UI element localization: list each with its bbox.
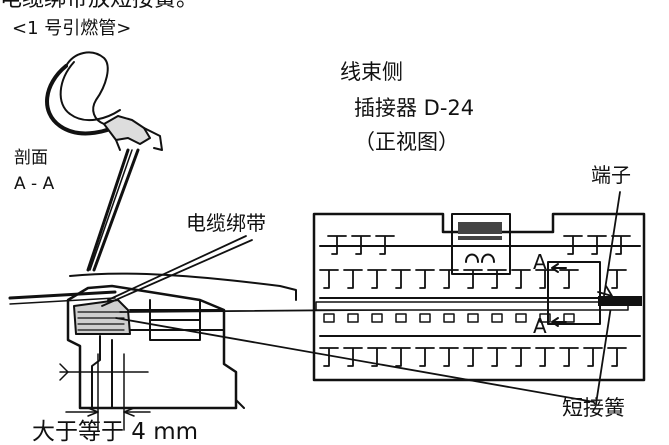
terminal-label: 端子: [591, 163, 631, 187]
section-marker-lower: A: [533, 314, 547, 338]
section-a-a-illustration: [8, 272, 297, 431]
section-ref-label: A - A: [14, 174, 55, 194]
cable-tie-label: 电缆绑带: [186, 211, 266, 235]
section-title-label: 剖面: [14, 148, 48, 168]
section-marker-upper: A: [533, 250, 547, 274]
top-cut-text: 电缆绑带放短接簧。: [0, 0, 198, 11]
short-spring-label: 短接簧: [562, 396, 625, 420]
tube-label: <1 号引燃管>: [12, 18, 132, 39]
front-view-label: （正视图）: [354, 130, 459, 154]
dimension-label: 大于等于 4 mm: [32, 419, 199, 445]
connector-id-label: 插接器 D-24: [354, 96, 475, 120]
harness-side-label: 线束侧: [340, 60, 403, 84]
connector-front-view: [312, 212, 646, 382]
cable-tie-loop-illustration: [45, 51, 163, 272]
